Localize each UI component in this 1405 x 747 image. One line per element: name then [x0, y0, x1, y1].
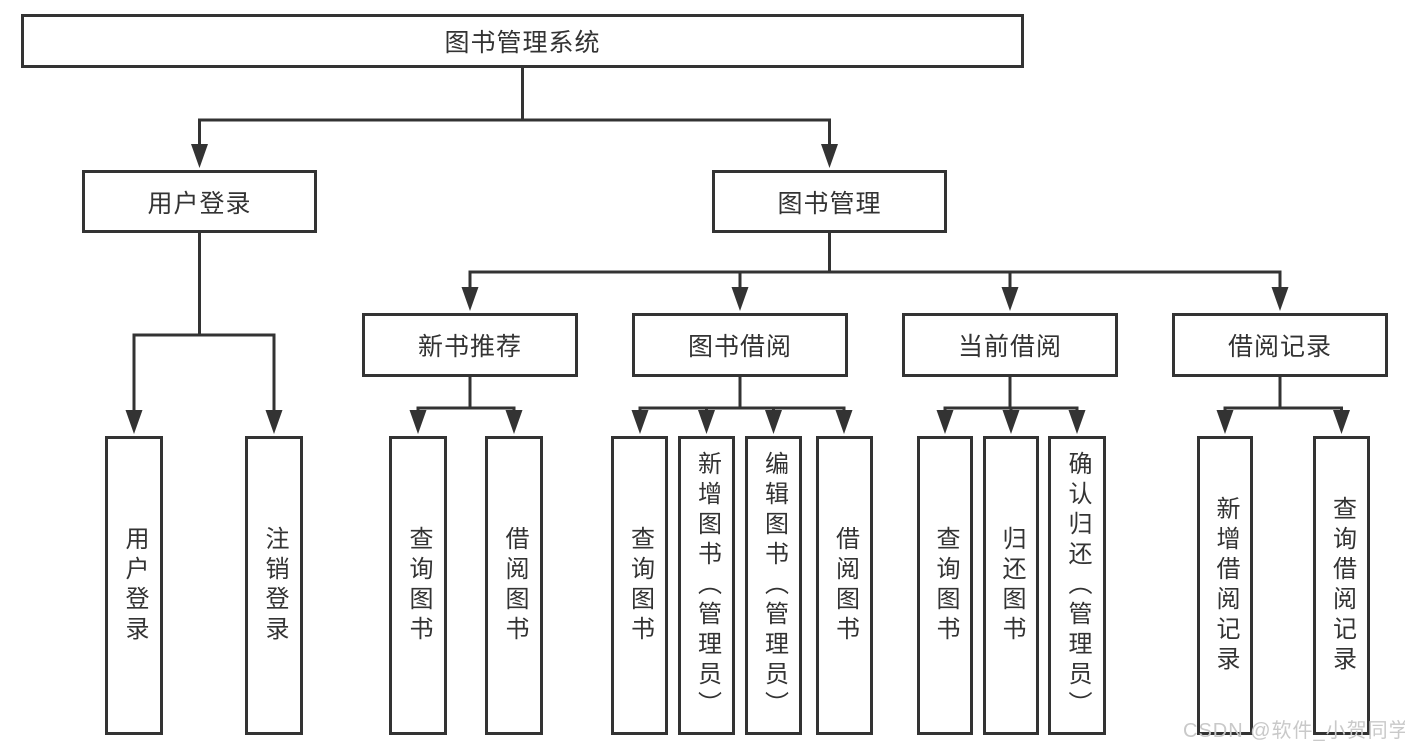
node-add-books-admin: 新增图书（管理员）: [678, 436, 735, 735]
node-new-book-recommendation-label: 新书推荐: [417, 333, 522, 361]
node-book-borrowing-label: 图书借阅: [687, 333, 792, 361]
connector-new-book-recommendation: [409, 377, 523, 434]
node-borrow-books-borrowing-label: 借阅图书: [831, 525, 859, 646]
node-current-borrowing-label: 当前借阅: [957, 333, 1062, 361]
node-query-books-borrowing-label: 查询图书: [626, 525, 654, 646]
arrow-down-icon: [409, 410, 427, 434]
arrow-down-icon: [1216, 410, 1234, 434]
arrow-down-icon: [631, 410, 649, 434]
node-query-books-recommend: 查询图书: [389, 436, 447, 735]
arrow-down-icon: [731, 287, 749, 311]
arrow-down-icon: [698, 410, 715, 434]
node-confirm-return-admin: 确认归还（管理员）: [1048, 436, 1106, 735]
node-edit-books-admin: 编辑图书（管理员）: [745, 436, 802, 735]
connector-root: [191, 68, 838, 168]
node-book-borrowing: 图书借阅: [632, 313, 848, 377]
arrow-down-icon: [1271, 287, 1289, 311]
node-query-books-current-label: 查询图书: [932, 525, 959, 646]
watermark: CSDN @软件_小贺同学: [1183, 720, 1405, 742]
node-login-label: 用户登录: [121, 525, 148, 646]
arrow-down-icon: [1002, 410, 1020, 434]
node-edit-books-admin-label: 编辑图书（管理员）: [760, 450, 788, 721]
node-add-books-admin-label: 新增图书（管理员）: [693, 450, 721, 721]
node-library-management-system: 图书管理系统: [21, 14, 1024, 68]
connector-book-borrowing: [631, 377, 853, 434]
node-query-books-current: 查询图书: [917, 436, 973, 735]
node-library-management-system-label: 图书管理系统: [444, 29, 601, 57]
node-logout-label: 注销登录: [261, 525, 288, 646]
arrow-down-icon: [936, 410, 954, 434]
node-book-management: 图书管理: [712, 170, 947, 233]
connector-book-management: [461, 233, 1289, 311]
node-add-borrow-record-label: 新增借阅记录: [1212, 495, 1239, 676]
node-return-books: 归还图书: [983, 436, 1039, 735]
node-borrow-books-recommend: 借阅图书: [485, 436, 543, 735]
node-add-borrow-record: 新增借阅记录: [1197, 436, 1253, 735]
arrow-down-icon: [461, 287, 479, 311]
node-book-management-label: 图书管理: [777, 189, 882, 218]
arrow-down-icon: [1068, 410, 1086, 434]
node-user-login-label: 用户登录: [147, 189, 252, 218]
arrow-down-icon: [191, 144, 208, 168]
node-return-books-label: 归还图书: [998, 525, 1025, 646]
connector-borrowing-records: [1216, 377, 1350, 434]
arrow-down-icon: [1001, 287, 1019, 311]
arrow-down-icon: [1333, 410, 1350, 434]
connector-user-login: [125, 233, 283, 434]
arrow-down-icon: [821, 144, 838, 168]
arrow-down-icon: [125, 410, 143, 434]
node-borrow-books-recommend-label: 借阅图书: [501, 525, 528, 646]
node-borrowing-records-label: 借阅记录: [1227, 333, 1332, 361]
node-logout: 注销登录: [245, 436, 303, 735]
arrow-down-icon: [765, 410, 782, 434]
node-query-books-recommend-label: 查询图书: [405, 525, 432, 646]
arrow-down-icon: [835, 410, 853, 434]
node-query-books-borrowing: 查询图书: [611, 436, 668, 735]
connector-current-borrowing: [936, 377, 1086, 434]
node-borrow-books-borrowing: 借阅图书: [816, 436, 873, 735]
node-query-borrow-record-label: 查询借阅记录: [1328, 495, 1356, 676]
arrow-down-icon: [265, 410, 283, 434]
node-confirm-return-admin-label: 确认归还（管理员）: [1064, 450, 1091, 721]
node-current-borrowing: 当前借阅: [902, 313, 1118, 377]
arrow-down-icon: [505, 410, 523, 434]
node-new-book-recommendation: 新书推荐: [362, 313, 578, 377]
node-query-borrow-record: 查询借阅记录: [1313, 436, 1370, 735]
node-user-login: 用户登录: [82, 170, 317, 233]
node-borrowing-records: 借阅记录: [1172, 313, 1388, 377]
node-login: 用户登录: [105, 436, 163, 735]
